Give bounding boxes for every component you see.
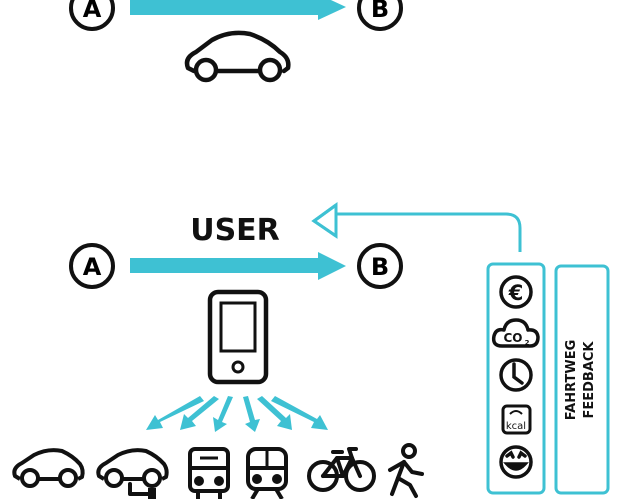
bus-icon	[188, 447, 230, 499]
co2-cloud-icon: CO 2	[491, 318, 540, 348]
co2-label: CO	[503, 331, 522, 345]
co2-subscript: 2	[525, 339, 530, 347]
top-end-label: B	[371, 0, 389, 23]
fahrtweg-feedback-panel: FAHRTWEG FEEDBACK	[554, 264, 610, 495]
euro-cost-icon: €	[499, 275, 533, 309]
feedback-metrics-panel: € CO 2 kcal	[486, 262, 546, 495]
feedback-panel-line1: FAHRTWEG	[564, 340, 579, 421]
end-marker: B	[357, 243, 403, 289]
smiley-icon	[499, 445, 533, 479]
clock-icon	[499, 358, 533, 392]
top-start-marker: A	[69, 0, 115, 31]
electric-car-icon	[96, 448, 169, 499]
car-icon	[12, 448, 85, 488]
pedestrian-icon	[388, 443, 424, 498]
start-label: A	[83, 253, 102, 281]
bottom-route: USER A B	[12, 202, 610, 499]
smartphone-icon	[207, 289, 269, 385]
top-route: A B	[69, 0, 403, 83]
train-icon	[246, 447, 288, 499]
feedback-panel-line2: FEEDBACK	[582, 341, 597, 419]
route-arrow	[130, 252, 346, 280]
euro-symbol: €	[508, 281, 524, 305]
bicycle-icon	[307, 447, 376, 492]
kcal-scale-icon: kcal	[501, 404, 532, 435]
start-marker: A	[69, 243, 115, 289]
distribution-arrows	[146, 396, 328, 432]
end-label: B	[371, 253, 389, 281]
top-start-label: A	[83, 0, 102, 23]
top-end-marker: B	[357, 0, 403, 31]
kcal-label: kcal	[506, 421, 526, 432]
feedback-return-arrow	[311, 202, 522, 252]
car-icon	[184, 30, 291, 83]
user-title: USER	[190, 213, 280, 248]
top-route-arrow	[130, 0, 346, 20]
